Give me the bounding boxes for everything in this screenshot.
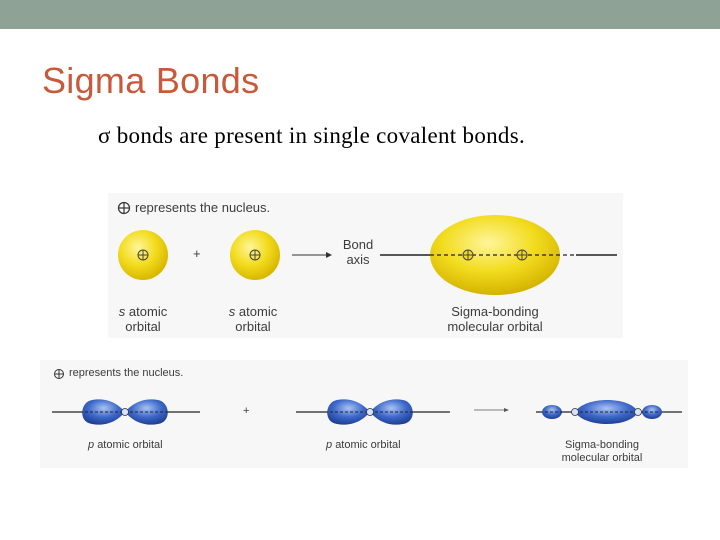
slide-title: Sigma Bonds	[42, 60, 260, 101]
orbital-word: atomic orbital	[97, 439, 163, 451]
p-orbital-figure: represents the nucleus. + p atomic orbit…	[40, 360, 688, 468]
sigma-orbital-label: Sigma-bonding molecular orbital	[447, 304, 542, 334]
p-orbital-diagram	[52, 369, 682, 425]
legend-text: represents the nucleus.	[135, 200, 271, 215]
orbital-line2: orbital	[235, 319, 271, 334]
p-reaction-arrow	[474, 408, 509, 412]
nucleus-legend-icon	[117, 201, 131, 215]
s-orbital-2-label: s atomic orbital	[229, 304, 277, 334]
p-legend-text: represents the nucleus.	[69, 367, 184, 379]
orbital-letter: p	[88, 439, 95, 451]
s-orbital-figure: represents the nucleus. + Bond axis s at…	[108, 193, 623, 338]
bond-axis-label: Bond axis	[343, 237, 373, 267]
reaction-arrow	[292, 252, 332, 258]
s-orbital-1	[118, 230, 168, 280]
p-orbital-2-label: p atomic orbital	[326, 439, 401, 451]
p-orbital-1	[80, 399, 170, 425]
bond-axis-label-line2: axis	[346, 252, 370, 267]
s-orbital-diagram	[117, 201, 617, 295]
orbital-word: atomic	[238, 304, 278, 319]
sigma-p-label-line2: molecular orbital	[561, 452, 643, 464]
orbital-letter: s	[118, 304, 126, 319]
p-plus-label: +	[243, 405, 250, 417]
slide-subtitle: σ bonds are present in single covalent b…	[98, 123, 526, 148]
orbital-line2: orbital	[125, 319, 161, 334]
orbital-letter: s	[228, 304, 236, 319]
p-orbital-1-label: p atomic orbital	[88, 439, 163, 451]
s-orbital-1-label: s atomic orbital	[119, 304, 167, 334]
orbital-word: atomic orbital	[335, 439, 401, 451]
s-orbital-2	[230, 230, 280, 280]
nucleus-icon	[462, 249, 474, 261]
nucleus-legend-icon	[54, 369, 64, 379]
orbital-letter: p	[326, 439, 333, 451]
sigma-p-label-line1: Sigma-bonding	[564, 439, 639, 451]
sigma-label-line1: Sigma-bonding	[451, 304, 539, 319]
sigma-p-orbital	[542, 400, 662, 424]
nucleus-icon	[516, 249, 528, 261]
p-orbital-2	[325, 399, 415, 425]
sigma-label-line2: molecular orbital	[447, 319, 543, 334]
bond-axis-label-line1: Bond	[342, 237, 374, 252]
orbital-word: atomic	[128, 304, 168, 319]
top-bar	[0, 0, 720, 29]
sigma-p-label: Sigma-bonding molecular orbital	[562, 439, 643, 465]
plus-sign: +	[193, 246, 201, 261]
